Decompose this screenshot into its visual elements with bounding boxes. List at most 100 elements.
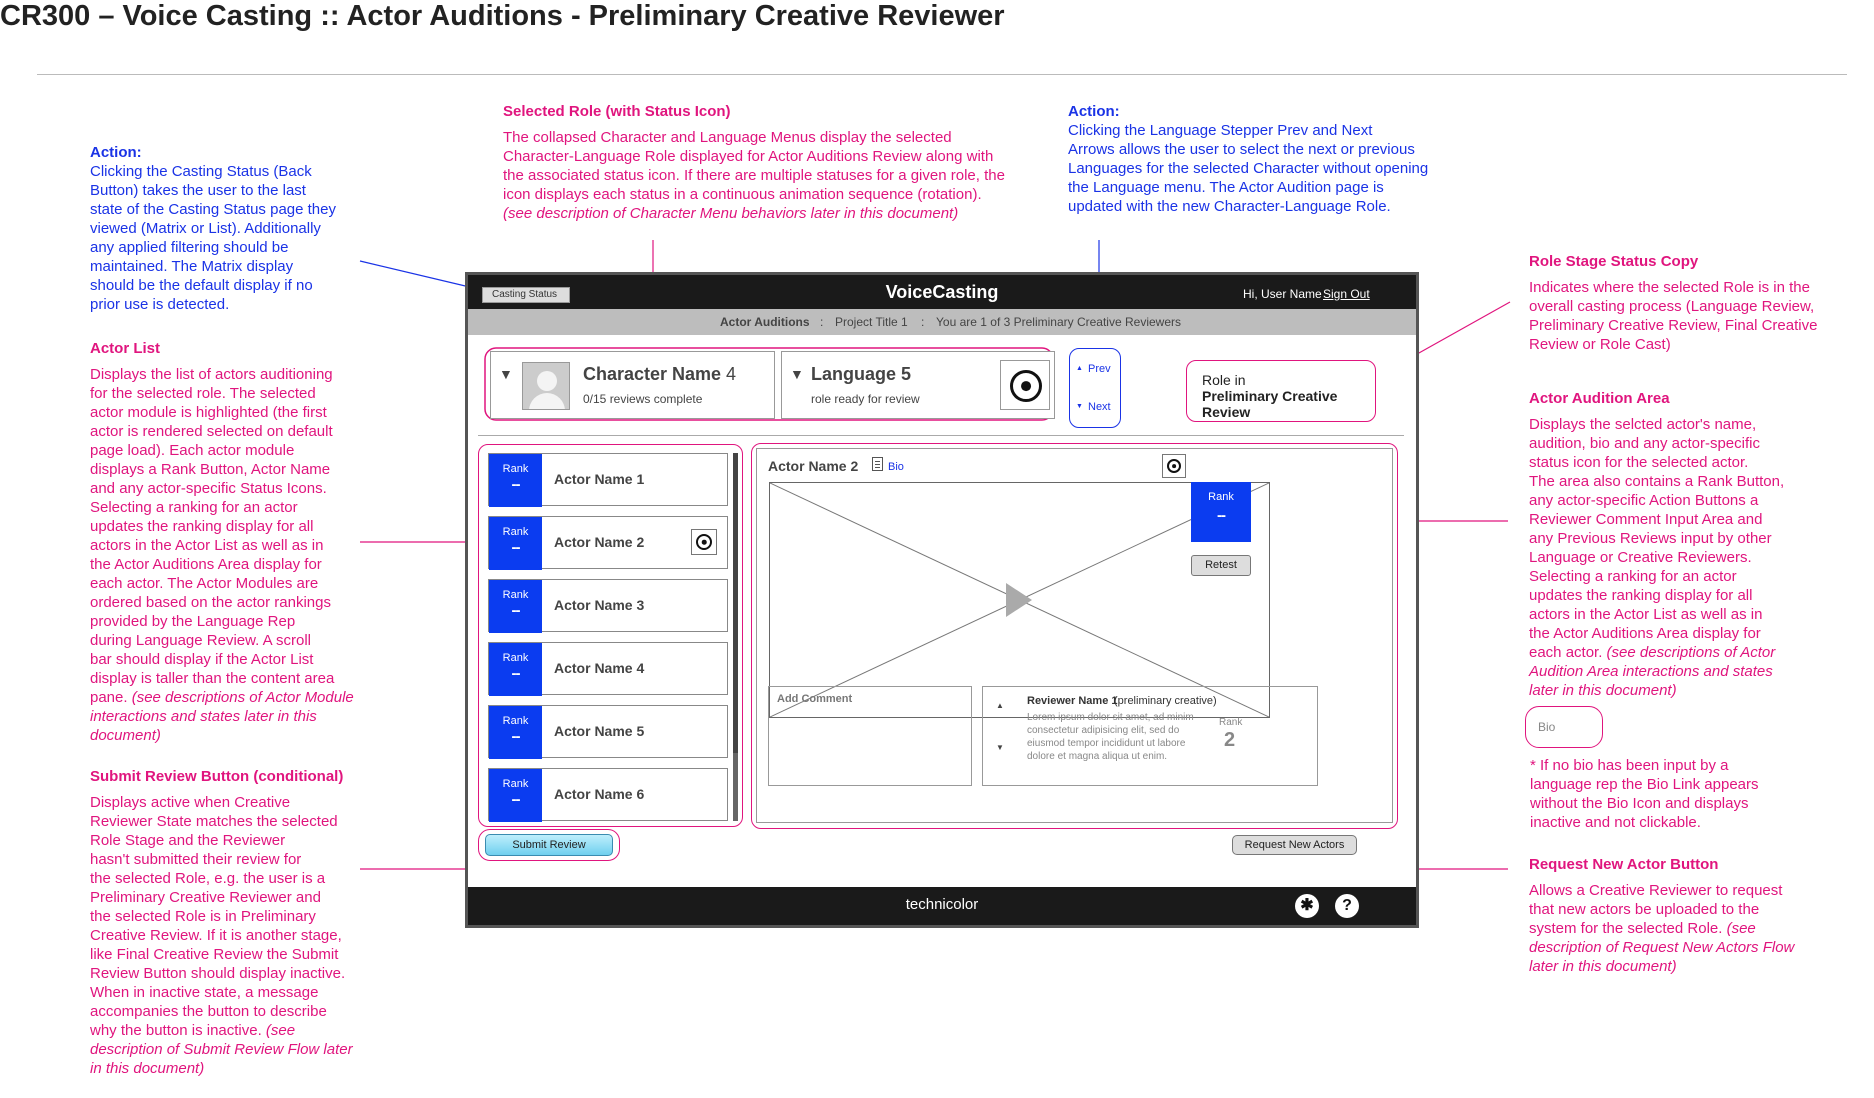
submit-review-button[interactable]: Submit Review (485, 834, 613, 856)
note-line: without the Bio Icon and displays (1530, 795, 1749, 812)
note-line: Selecting a ranking for an actor (90, 499, 298, 516)
note-line: displays a Rank Button, Actor Name (90, 461, 331, 478)
actor-list-scrollbar[interactable] (733, 453, 738, 821)
note-heading: Action: (90, 144, 142, 161)
note-line: maintained. The Matrix display (90, 258, 294, 275)
video-placeholder (769, 482, 1270, 718)
language-menu[interactable]: ▼ Language 5 role ready for review (781, 351, 1055, 419)
request-new-actors-button[interactable]: Request New Actors (1232, 835, 1357, 855)
note-line: actor is rendered selected on default (90, 423, 333, 440)
audition-video-player[interactable] (769, 482, 1270, 718)
note-line: any actor-specific Action Buttons a (1529, 492, 1759, 509)
actor-module[interactable]: Rank-- Actor Name 3 (488, 579, 728, 633)
scrollbar-thumb[interactable] (733, 453, 738, 753)
review-up-arrow-icon[interactable]: ▲ (996, 701, 1004, 710)
note-request-actors: Request New Actor Button Allows a Creati… (1529, 855, 1849, 976)
note-line: should be the default display if no (90, 277, 313, 294)
help-icon[interactable]: ? (1335, 894, 1359, 918)
up-arrow-icon[interactable]: ▲ (1076, 365, 1083, 372)
character-menu[interactable]: ▼ Character Name 4 0/15 reviews complete (490, 351, 775, 419)
app-window: Casting Status VoiceCasting Hi, User Nam… (465, 272, 1419, 928)
reviewer-name: Reviewer Name 1 (1027, 695, 1118, 707)
actor-name: Actor Name 4 (554, 660, 645, 676)
actor-module[interactable]: Rank-- Actor Name 6 (488, 768, 728, 822)
actor-status-icon-box (691, 529, 717, 555)
rank-button[interactable]: Rank-- (489, 454, 542, 507)
prev-button[interactable]: Prev (1088, 363, 1111, 375)
retest-button[interactable]: Retest (1191, 555, 1251, 576)
section-divider (478, 435, 1404, 436)
note-line: display is taller than the content area (90, 670, 335, 687)
sign-out-link[interactable]: Sign Out (1323, 287, 1370, 301)
chevron-down-icon[interactable]: ▼ (790, 366, 804, 382)
character-avatar (522, 362, 570, 410)
note-line: accompanies the button to describe (90, 1003, 327, 1020)
note-line: Button) takes the user to the last (90, 182, 306, 199)
rank-button[interactable]: Rank-- (489, 706, 542, 759)
note-italic: Audition Area interactions and states (1529, 663, 1773, 680)
note-line: that new actors be uploaded to the (1529, 901, 1760, 918)
next-button[interactable]: Next (1088, 401, 1111, 413)
review-line: eiusmod tempor incididunt ut labore (1027, 738, 1186, 749)
note-heading: Action: (1068, 103, 1120, 120)
casting-status-button[interactable]: Casting Status (482, 287, 570, 303)
rank-button[interactable]: Rank-- (489, 643, 542, 696)
bio-icon[interactable] (872, 457, 883, 471)
review-line: consectetur adipisicing elit, sed do (1027, 725, 1180, 736)
note-line: the selected Role, e.g. the user is a (90, 870, 326, 887)
actor-module[interactable]: Rank-- Actor Name 1 (488, 453, 728, 507)
rank-value: -- (511, 665, 521, 682)
status-target-icon (1010, 370, 1042, 402)
comment-input[interactable]: Add Comment (768, 686, 972, 786)
review-down-arrow-icon[interactable]: ▼ (996, 743, 1004, 752)
note-line: provided by the Language Rep (90, 613, 296, 630)
note-line: overall casting process (Language Review… (1529, 298, 1815, 315)
note-line: Displays active when Creative (90, 794, 291, 811)
note-line: prior use is detected. (90, 296, 230, 313)
rank-value: -- (511, 728, 521, 745)
note-heading: Role Stage Status Copy (1529, 253, 1699, 270)
down-arrow-icon[interactable]: ▼ (1076, 403, 1083, 410)
note-line: Reviewer Comment Input Area and (1529, 511, 1763, 528)
actor-name: Actor Name 1 (554, 471, 645, 487)
actor-module[interactable]: Rank-- Actor Name 5 (488, 705, 728, 759)
review-rank-value: 2 (1224, 729, 1236, 751)
crumb-reviewer: You are 1 of 3 Preliminary Creative Revi… (936, 315, 1181, 329)
rank-value: -- (511, 602, 521, 619)
character-name: Character Name (583, 364, 722, 384)
rank-button[interactable]: Rank-- (489, 517, 542, 570)
status-target-icon (1167, 459, 1181, 473)
note-italic: later in this document) (1529, 682, 1677, 699)
note-line: Clicking the Casting Status (Back (90, 163, 312, 180)
note-line: pane. (90, 689, 128, 706)
crumb-separator: : (820, 315, 824, 329)
note-line: Reviewer State matches the selected (90, 813, 338, 830)
note-line: Displays the selcted actor's name, (1529, 416, 1757, 433)
previous-review: ▲ ▼ Reviewer Name 1 (preliminary creativ… (982, 686, 1318, 786)
settings-icon[interactable]: ✱ (1295, 894, 1319, 918)
rank-value: -- (1217, 507, 1226, 524)
actor-module[interactable]: Rank-- Actor Name 2 (488, 516, 728, 570)
chevron-down-icon[interactable]: ▼ (499, 366, 513, 382)
note-line: updates the ranking display for all (90, 518, 314, 535)
note-bio: * If no bio has been input by a language… (1530, 756, 1850, 832)
review-line: Lorem ipsum dolor sit amet, ad minim (1027, 712, 1194, 723)
rank-button[interactable]: Rank-- (489, 580, 542, 633)
note-line: Role Stage and the Reviewer (90, 832, 286, 849)
note-line: the Actor Auditions Area display for (1529, 625, 1761, 642)
note-line: Creative Review. If it is another stage, (90, 927, 342, 944)
audition-rank-button[interactable]: Rank -- (1191, 482, 1251, 542)
note-selected-role: Selected Role (with Status Icon) The col… (503, 102, 1023, 223)
bio-link[interactable]: Bio (888, 461, 904, 473)
note-line: the associated status icon. If there are… (503, 167, 1005, 184)
document-title: CR300 – Voice Casting :: Actor Auditions… (0, 0, 1005, 32)
role-status-icon-box (1000, 360, 1050, 410)
bio-link-example: Bio (1525, 706, 1603, 748)
rank-button[interactable]: Rank-- (489, 769, 542, 822)
header-rule (37, 74, 1847, 75)
actor-module[interactable]: Rank-- Actor Name 4 (488, 642, 728, 696)
note-heading: Actor Audition Area (1529, 390, 1670, 407)
note-line: updates the ranking display for all (1529, 587, 1753, 604)
rank-value: -- (511, 791, 521, 808)
